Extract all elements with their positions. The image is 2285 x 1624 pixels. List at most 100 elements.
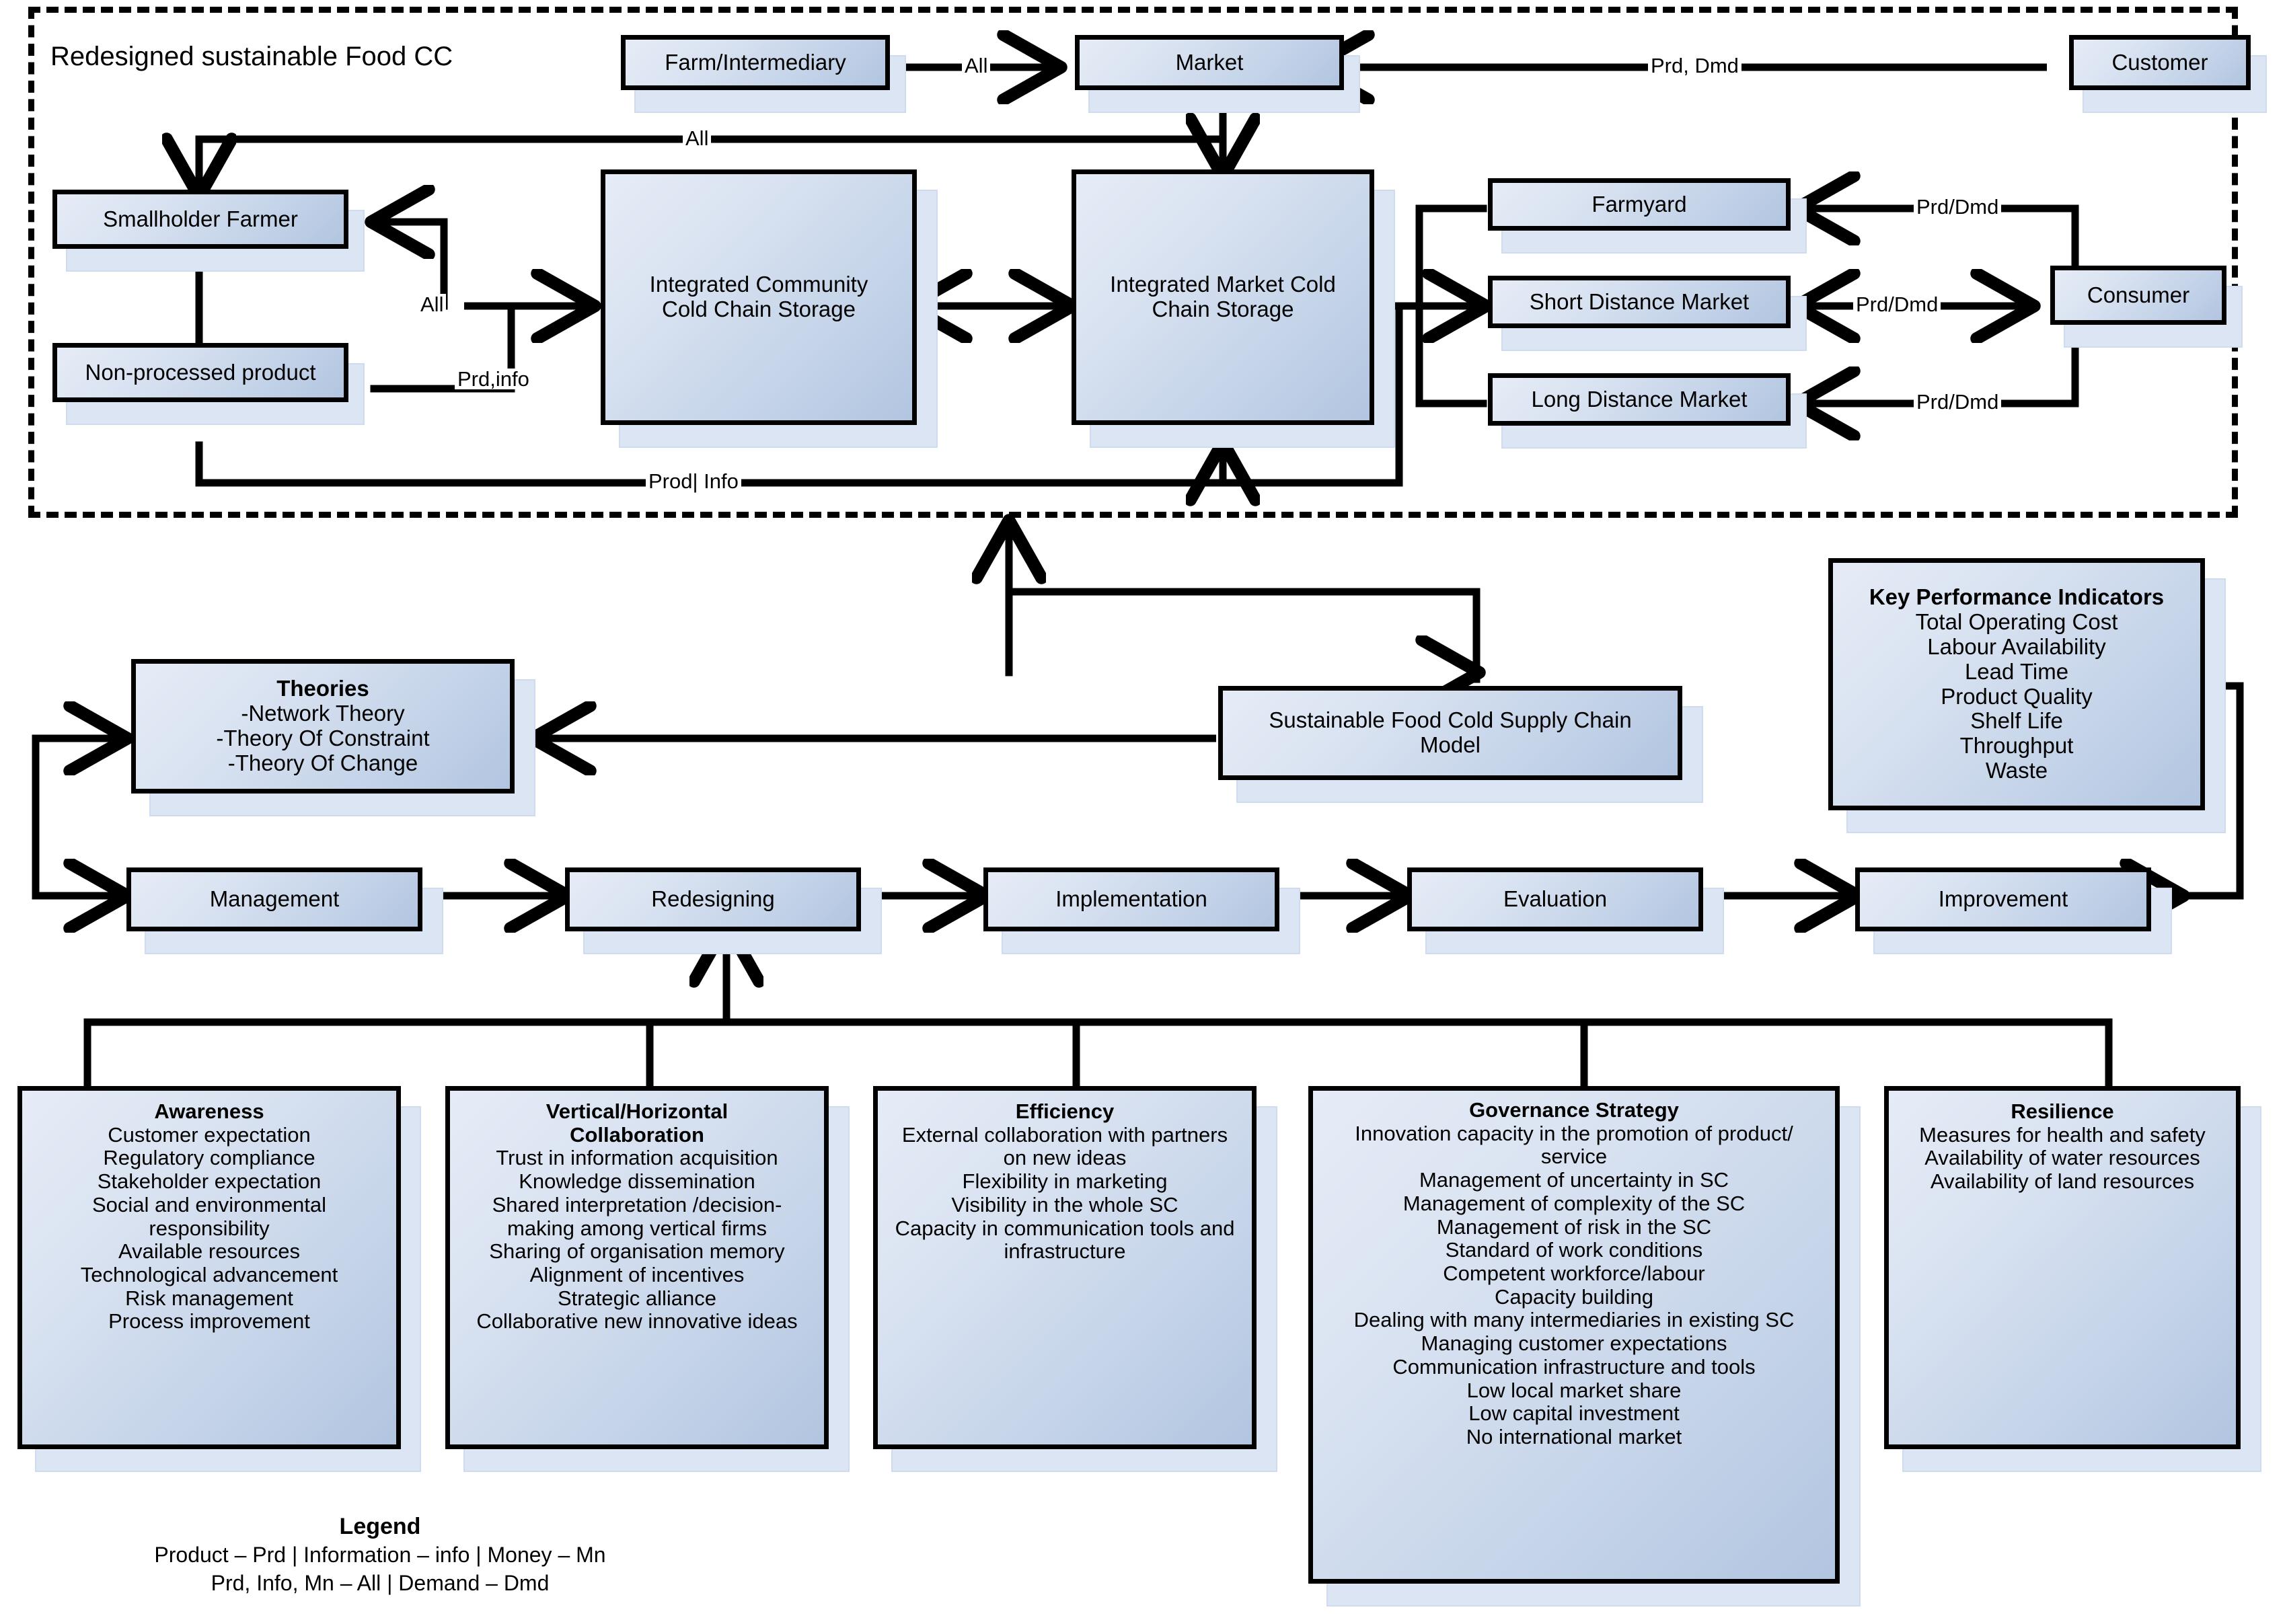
node-smallholder-farmer[interactable]: Smallholder Farmer xyxy=(52,190,348,249)
node-label-line-1: Integrated Community xyxy=(649,272,868,297)
kpi-item: Shelf Life xyxy=(1970,708,2063,734)
kpi-title: Key Performance Indicators xyxy=(1869,584,2165,609)
pillar-item: Competent workforce/labour xyxy=(1443,1262,1705,1286)
pillar-item: Availability of land resources xyxy=(1930,1169,2195,1194)
kpi-item: Throughput xyxy=(1959,733,2074,759)
pillar-awareness[interactable]: Awareness Customer expectation Regulator… xyxy=(17,1086,401,1449)
pillar-item: External collaboration with partners xyxy=(901,1122,1228,1147)
pillar-item: on new ideas xyxy=(1003,1146,1127,1170)
pillar-item: Low capital investment xyxy=(1468,1401,1680,1426)
pillar-item: Customer expectation xyxy=(108,1122,311,1147)
process-step-redesigning[interactable]: Redesigning xyxy=(565,867,861,931)
pillar-item: Management of uncertainty in SC xyxy=(1419,1168,1729,1192)
node-long-distance-market[interactable]: Long Distance Market xyxy=(1488,373,1791,426)
kpi-item: Total Operating Cost xyxy=(1915,609,2118,634)
pillar-item: Technological advancement xyxy=(80,1263,338,1287)
process-step-management[interactable]: Management xyxy=(126,867,422,931)
node-label: Short Distance Market xyxy=(1529,288,1750,314)
pillar-item: Innovation capacity in the promotion of … xyxy=(1355,1121,1793,1145)
legend-line-2: Prd, Info, Mn – All | Demand – Dmd xyxy=(211,1570,550,1595)
pillar-title: Awareness xyxy=(154,1099,264,1123)
process-step-label: Implementation xyxy=(1055,886,1207,912)
node-label: Market xyxy=(1175,49,1244,75)
pillar-title: Resilience xyxy=(2011,1099,2114,1123)
pillar-governance-strategy[interactable]: Governance Strategy Innovation capacity … xyxy=(1308,1086,1840,1584)
node-non-processed-product[interactable]: Non-processed product xyxy=(52,343,348,402)
pillar-item: Alignment of incentives xyxy=(529,1263,745,1287)
pillar-item: Low local market share xyxy=(1466,1378,1682,1402)
theories-title: Theories xyxy=(276,676,369,701)
pillar-item: Available resources xyxy=(118,1239,300,1264)
pillar-item: Regulatory compliance xyxy=(103,1146,315,1170)
pillar-item: Communication infrastructure and tools xyxy=(1392,1354,1756,1379)
edge-label-farmyard-consumer: Prd/Dmd xyxy=(1914,196,2002,217)
pillar-item: Flexibility in marketing xyxy=(962,1169,1168,1194)
legend: Legend Product – Prd | Information – inf… xyxy=(87,1512,673,1597)
edge-label-farm-to-market: All xyxy=(962,55,991,76)
legend-line-1: Product – Prd | Information – info | Mon… xyxy=(154,1543,606,1568)
pillar-item: service xyxy=(1540,1145,1608,1169)
pillar-item: Sharing of organisation memory xyxy=(489,1239,785,1264)
kpi-item: Lead Time xyxy=(1964,658,2069,684)
theories-panel[interactable]: Theories -Network Theory -Theory Of Cons… xyxy=(131,659,515,794)
sustainable-model-box[interactable]: Sustainable Food Cold Supply Chain Model xyxy=(1218,686,1682,780)
process-step-implementation[interactable]: Implementation xyxy=(983,867,1279,931)
pillar-item: Process improvement xyxy=(108,1309,310,1333)
pillar-collaboration[interactable]: Vertical/Horizontal Collaboration Trust … xyxy=(445,1086,829,1449)
node-label-line-1: Integrated Market Cold xyxy=(1110,272,1336,297)
pillar-item: Dealing with many intermediaries in exis… xyxy=(1353,1308,1795,1332)
pillar-item: Trust in information acquisition xyxy=(496,1146,778,1170)
pillar-item: Standard of work conditions xyxy=(1445,1238,1703,1262)
process-step-improvement[interactable]: Improvement xyxy=(1855,867,2151,931)
node-farm-intermediary[interactable]: Farm/Intermediary xyxy=(621,35,890,90)
node-customer[interactable]: Customer xyxy=(2069,35,2251,90)
kpi-panel[interactable]: Key Performance Indicators Total Operati… xyxy=(1828,558,2205,810)
node-label-line-2: Chain Storage xyxy=(1152,297,1294,321)
node-label: Farm/Intermediary xyxy=(665,49,846,75)
node-label: Long Distance Market xyxy=(1531,386,1748,412)
process-step-label: Evaluation xyxy=(1503,886,1608,912)
node-market[interactable]: Market xyxy=(1075,35,1344,90)
kpi-item: Labour Availability xyxy=(1927,633,2106,659)
process-step-evaluation[interactable]: Evaluation xyxy=(1407,867,1703,931)
node-label: Smallholder Farmer xyxy=(103,206,298,231)
node-farmyard[interactable]: Farmyard xyxy=(1488,178,1791,231)
pillar-item: infrastructure xyxy=(1004,1239,1126,1264)
process-step-label: Management xyxy=(209,886,340,912)
pillar-resilience[interactable]: Resilience Measures for health and safet… xyxy=(1884,1086,2241,1449)
pillar-item: Collaborative new innovative ideas xyxy=(476,1309,798,1333)
kpi-item: Waste xyxy=(1985,758,2048,783)
pillar-item: Capacity in communication tools and xyxy=(895,1216,1235,1240)
pillar-item: Stakeholder expectation xyxy=(97,1169,322,1194)
node-label: Non-processed product xyxy=(85,359,316,385)
pillar-item: No international market xyxy=(1466,1425,1682,1449)
pillar-efficiency[interactable]: Efficiency External collaboration with p… xyxy=(873,1086,1257,1449)
pillar-item: Management of complexity of the SC xyxy=(1402,1191,1746,1215)
edge-label-prod-info: Prod| Info xyxy=(646,471,741,492)
node-integrated-market-cold-chain-storage[interactable]: Integrated Market Cold Chain Storage xyxy=(1072,169,1374,425)
theories-item: -Theory Of Change xyxy=(227,750,418,775)
pillar-item: Risk management xyxy=(125,1286,293,1310)
pillar-item: Managing customer expectations xyxy=(1421,1331,1727,1356)
pillar-item: Shared interpretation /decision- xyxy=(492,1192,782,1216)
process-step-label: Redesigning xyxy=(651,886,775,912)
pillar-item: Knowledge dissemination xyxy=(519,1169,755,1194)
node-integrated-community-cold-chain-storage[interactable]: Integrated Community Cold Chain Storage xyxy=(601,169,917,425)
node-consumer[interactable]: Consumer xyxy=(2050,266,2226,325)
edge-label-all-top: All xyxy=(683,128,712,149)
pillar-item: Capacity building xyxy=(1494,1284,1654,1309)
pillar-item: Management of risk in the SC xyxy=(1436,1214,1712,1239)
pillar-item: making among vertical firms xyxy=(507,1216,767,1240)
node-label: Customer xyxy=(2111,49,2208,75)
node-label: Consumer xyxy=(2087,282,2190,307)
model-label-line-2: Model xyxy=(1420,732,1481,757)
node-short-distance-market[interactable]: Short Distance Market xyxy=(1488,276,1791,328)
edge-label-customer-to-market: Prd, Dmd xyxy=(1648,55,1741,76)
process-step-label: Improvement xyxy=(1938,886,2068,912)
pillar-item: Measures for health and safety xyxy=(1919,1122,2206,1147)
edge-label-all-mid: All xyxy=(418,294,447,315)
pillar-title: Vertical/Horizontal Collaboration xyxy=(546,1099,728,1147)
pillar-item: Visibility in the whole SC xyxy=(951,1192,1178,1216)
redesigned-food-cc-boundary xyxy=(28,7,2238,518)
